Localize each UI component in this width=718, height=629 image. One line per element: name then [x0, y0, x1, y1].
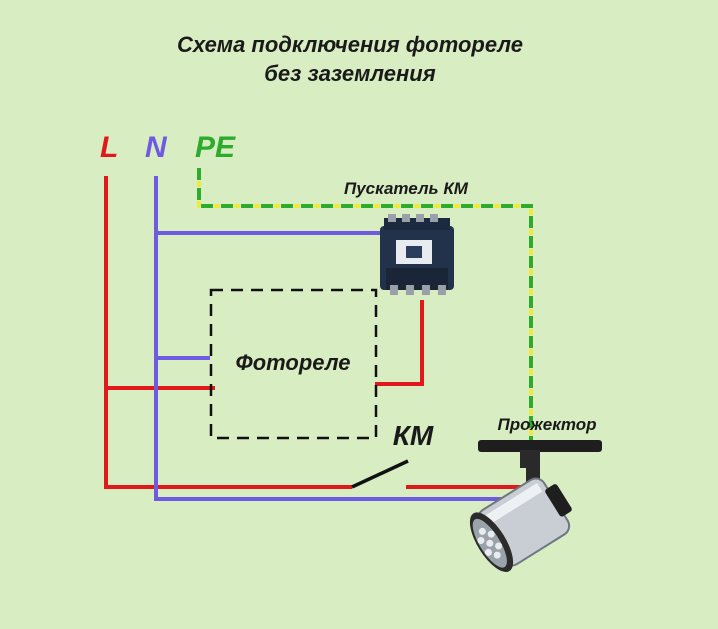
title-line-1: Схема подключения фотореле: [177, 32, 523, 57]
neutral-label: N: [145, 131, 168, 164]
title-line-2: без заземления: [264, 61, 435, 86]
neutral-wire: [154, 176, 528, 501]
photorelay-box: [209, 288, 378, 440]
contactor-icon: [380, 214, 454, 295]
floodlight-icon: [469, 440, 602, 572]
phase-wire: [104, 176, 528, 489]
km-switch-label: КМ: [393, 420, 434, 451]
earth-wire: [197, 168, 533, 460]
earth-label: PE: [195, 131, 236, 164]
km-switch-contact: [351, 459, 409, 489]
photorelay-label: Фотореле: [236, 350, 351, 375]
contactor-label: Пускатель КМ: [344, 179, 469, 198]
floodlight-label: Прожектор: [497, 415, 596, 434]
phase-label: L: [100, 131, 118, 164]
